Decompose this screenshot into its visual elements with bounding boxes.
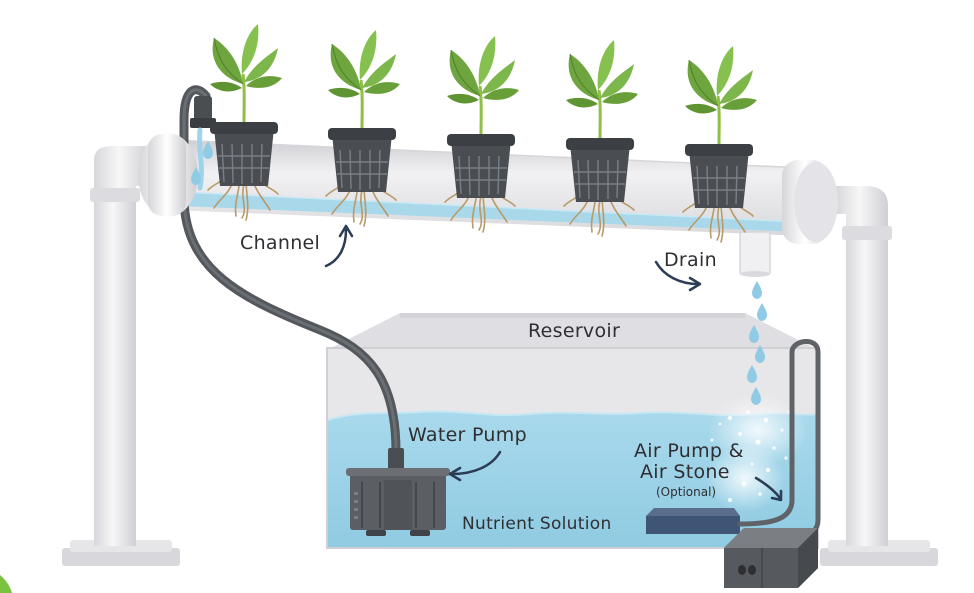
inlet-water-stream xyxy=(191,127,213,191)
reservoir xyxy=(326,313,819,549)
optional-label: (Optional) xyxy=(656,485,717,499)
air-pump-icon xyxy=(724,528,818,588)
right-end-cap xyxy=(782,160,838,244)
drain-label: Drain xyxy=(664,249,717,271)
air-stone-icon xyxy=(646,508,740,534)
air-stone-arrow-icon xyxy=(754,476,783,502)
water-pump-icon xyxy=(346,448,450,536)
water-pump-label: Water Pump xyxy=(408,424,527,446)
right-stand xyxy=(820,186,938,566)
nutrient-solution-label: Nutrient Solution xyxy=(462,514,612,534)
drain-arrow-icon xyxy=(654,260,702,292)
corner-accent xyxy=(0,575,12,593)
reservoir-label: Reservoir xyxy=(528,320,621,342)
water-pump-arrow-icon xyxy=(448,450,502,482)
air-stone-label: Air Stone xyxy=(640,461,730,483)
drain-spout xyxy=(739,231,771,277)
channel-label: Channel xyxy=(240,232,321,254)
left-stand xyxy=(62,146,180,566)
channel-arrow-icon xyxy=(324,224,354,268)
left-end-cap xyxy=(138,133,198,217)
air-pump-label: Air Pump & xyxy=(634,440,744,462)
